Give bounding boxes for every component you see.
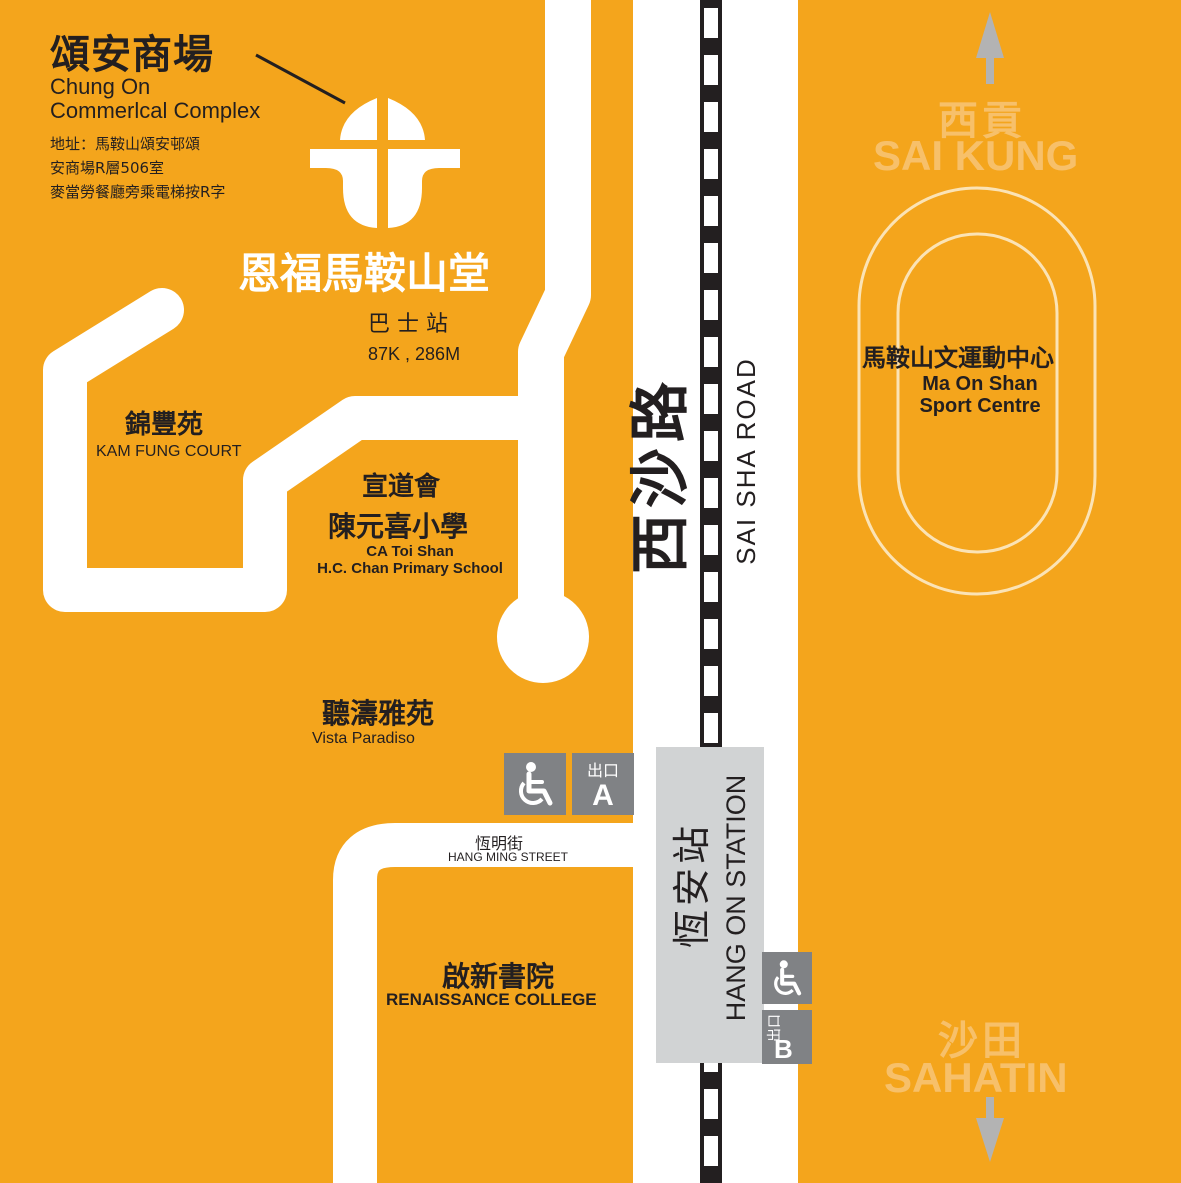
mall-name-zh: 頌安商場 (50, 32, 214, 78)
rail-tie (704, 619, 718, 649)
mall-name-en-line2: Commerlcal Complex (50, 98, 261, 123)
exit-a-label-zh: 出口 (586, 761, 619, 780)
station-name-en: HANG ON STATION (721, 774, 751, 1022)
bus-routes: 87K , 286M (368, 344, 461, 364)
roundabout (497, 591, 589, 683)
church-name: 恩福馬鞍山堂 (238, 249, 491, 298)
vista-en: Vista Paradiso (312, 730, 415, 747)
rail-tie (704, 666, 718, 696)
kam-fung-zh: 錦豐苑 (125, 410, 204, 440)
school-en: CA Toi Shan H.C. Chan Primary School (297, 543, 523, 577)
hang-ming-en: HANG MING STREET (448, 850, 569, 864)
exit-a-sign: 出口 A (572, 753, 634, 815)
mall-pointer-line (255, 53, 346, 105)
rail-tie (704, 55, 718, 85)
school-en-line2: H.C. Chan Primary School (317, 560, 503, 577)
rail-tie (704, 1136, 718, 1166)
south-arrow-icon (976, 1097, 1004, 1162)
kam-fung-en: KAM FUNG COURT (96, 443, 242, 460)
rail-tie (704, 713, 718, 743)
vista-zh: 聽濤雅苑 (322, 697, 435, 730)
rail-tie (704, 243, 718, 273)
exit-b-letter: B (774, 1034, 793, 1064)
road-name-en: SAI SHA ROAD (731, 357, 761, 565)
school-zh-line2: 陳元喜小學 (328, 510, 469, 543)
mall-address-line3: 麥當勞餐廳旁乘電梯按R字 (50, 183, 226, 201)
kam-fung-road (43, 288, 563, 612)
rail-tie (704, 290, 718, 320)
wheelchair-icon (518, 762, 553, 806)
exit-b-accessible-sign (762, 952, 812, 1004)
road-name-zh: 西沙路 (626, 376, 696, 574)
mall-address-line1: 地址：馬鞍山頌安邨頌 (50, 135, 201, 153)
mall-name-en: Chung On Commerlcal Complex (50, 75, 260, 123)
running-track-inner (896, 232, 1059, 554)
south-direction-zh: 沙田 (938, 1018, 1026, 1064)
rail-tie (704, 196, 718, 226)
school-en-line1: CA Toi Shan (366, 543, 454, 560)
college-zh: 啟新書院 (442, 960, 555, 993)
footpath (518, 0, 591, 660)
hang-on-station (656, 747, 764, 1063)
rail-tie (704, 102, 718, 132)
bus-stop-label: 巴 士 站 (368, 312, 448, 337)
north-arrow-icon (976, 12, 1004, 84)
rail-tie (704, 8, 718, 38)
school-zh-line1: 宣道會 (362, 472, 441, 502)
mall-name-en-line1: Chung On (50, 74, 151, 99)
rail-tie (704, 478, 718, 508)
rail-tie (704, 384, 718, 414)
north-direction-zh: 西貢 (938, 98, 1026, 144)
rail-tie (704, 149, 718, 179)
station-name-zh: 恆安站 (670, 822, 714, 949)
sports-centre-zh: 馬鞍山文運動中心 (862, 344, 1054, 372)
exit-a-letter: A (592, 779, 614, 812)
exit-a-accessible-sign (504, 753, 566, 815)
sports-centre-en-line1: Ma On Shan (922, 373, 1038, 395)
running-track-outer (857, 186, 1097, 596)
sports-centre-en-line2: Sport Centre (919, 395, 1041, 417)
church-logo-icon (310, 98, 460, 228)
exit-b-sign: 出口 B (762, 1010, 812, 1064)
rail-tie (704, 1089, 718, 1119)
mall-address-line2: 安商場R層506室 (50, 159, 165, 177)
wheelchair-icon (774, 960, 802, 996)
rail-tie (704, 525, 718, 555)
college-en: RENAISSANCE COLLEGE (386, 990, 597, 1009)
hang-ming-street (333, 823, 633, 1183)
sports-centre-en: Ma On Shan Sport Centre (880, 373, 1080, 417)
mall-address: 地址：馬鞍山頌安邨頌 安商場R層506室 麥當勞餐廳旁乘電梯按R字 (50, 132, 225, 204)
rail-tie (704, 572, 718, 602)
rail-tie (704, 337, 718, 367)
north-direction-en: SAI KUNG (873, 132, 1079, 179)
hang-ming-zh: 恆明街 (475, 834, 524, 853)
rail-tie (704, 431, 718, 461)
south-direction-en: SAHATIN (884, 1054, 1068, 1101)
